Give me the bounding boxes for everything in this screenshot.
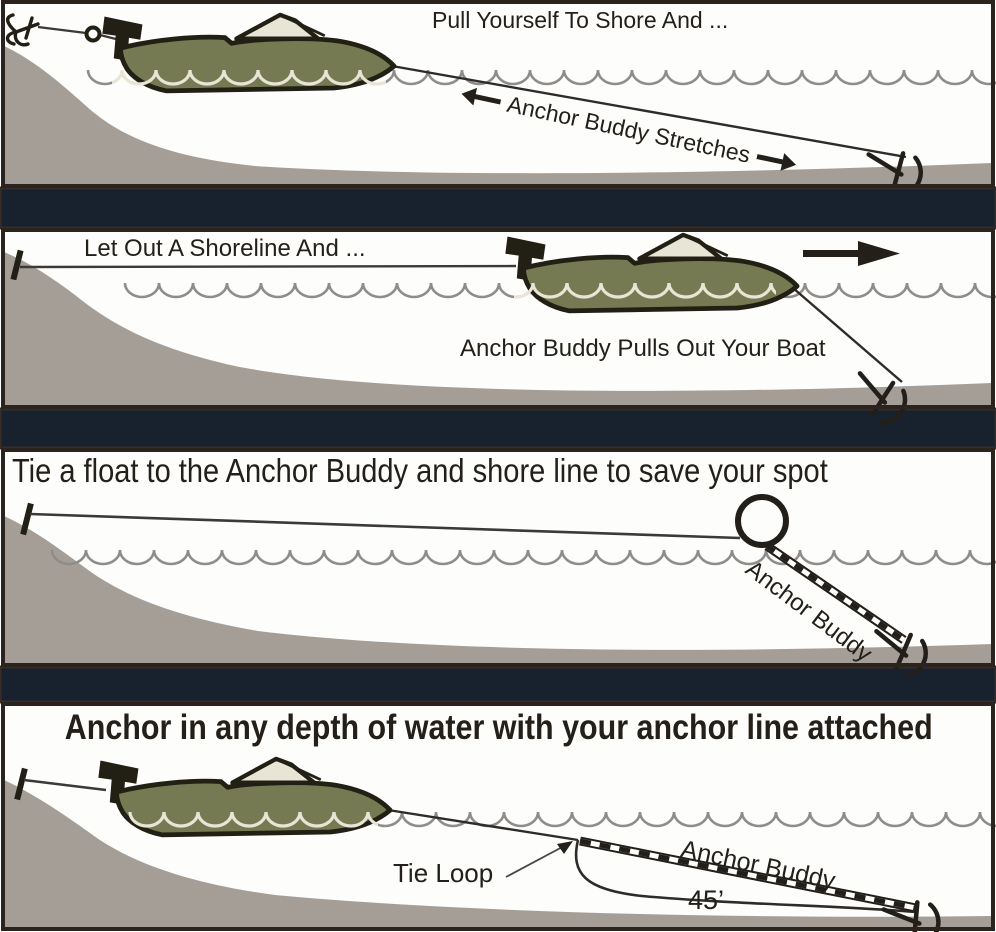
separator-bar <box>0 665 996 704</box>
panel4-tie-loop-label: Tie Loop <box>393 858 494 888</box>
panel2-shoreline-rope <box>19 264 517 269</box>
separator-bar <box>0 186 996 230</box>
panel1-stretch-label-group: Anchor Buddy Stretches <box>459 82 799 177</box>
rope-ring-icon <box>84 25 102 43</box>
panel1-title: Pull Yourself To Shore And ... <box>432 7 729 33</box>
tie-loop-arrow-icon <box>505 841 573 878</box>
panel3-title: Tie a float to the Anchor Buddy and shor… <box>12 452 828 489</box>
float-icon <box>735 494 789 548</box>
separator-bar <box>0 407 996 450</box>
panel4-shore <box>4 780 992 928</box>
panel4-bow-line <box>387 808 579 842</box>
shore-stake-icon <box>14 767 28 801</box>
shore-stake-icon <box>20 502 34 536</box>
left-arrow-icon <box>461 87 502 106</box>
panel2-anchor-line <box>792 287 903 383</box>
shore-stake-icon <box>10 249 24 281</box>
panel2-caption: Anchor Buddy Pulls Out Your Boat <box>460 335 826 362</box>
panel3-shoreline-rope <box>29 512 741 540</box>
panel4-title: Anchor in any depth of water with your a… <box>64 708 933 747</box>
boat-direction-arrow-icon <box>803 241 900 266</box>
grapnel-anchor-icon <box>5 13 40 47</box>
panel3-shore <box>4 516 992 663</box>
panel2-shore <box>4 252 992 405</box>
panel4-length-label: 45’ <box>688 885 725 915</box>
panel2-title: Let Out A Shoreline And ... <box>84 235 366 262</box>
right-arrow-icon <box>756 153 797 171</box>
panel3-anchor-buddy-bungee <box>764 542 907 644</box>
panel4-shoreline-rope <box>23 778 107 792</box>
panel4-anchor-buddy-bungee <box>579 836 917 913</box>
panel1-anchor-buddy-line <box>391 64 907 159</box>
panel4-anchor-rope-45ft <box>574 839 917 914</box>
